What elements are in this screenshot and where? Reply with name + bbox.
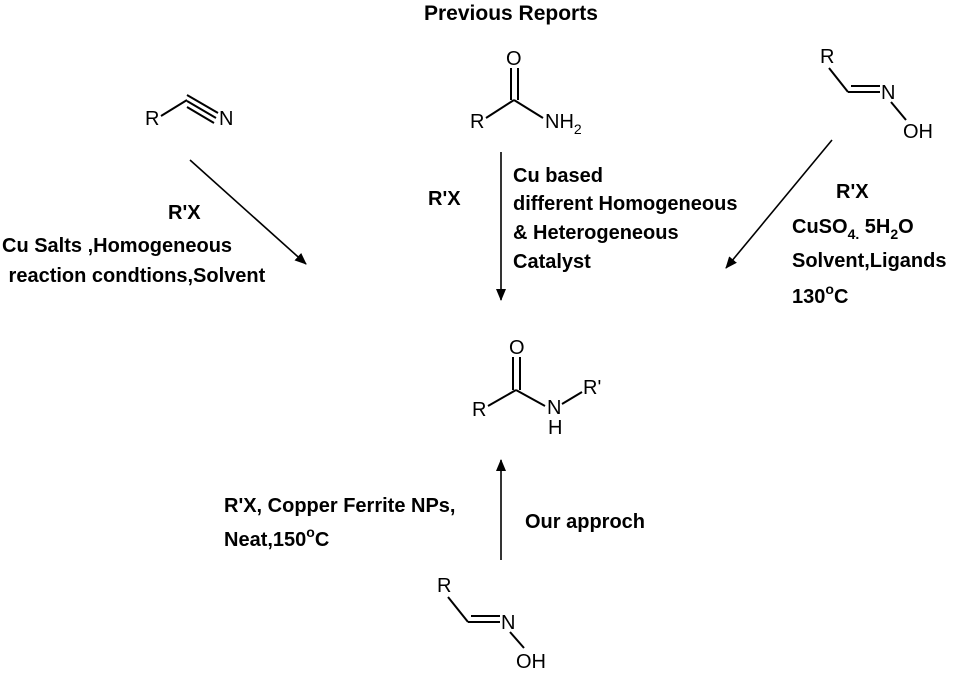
left-route-line1: Cu Salts ,Homogeneous [2, 235, 232, 257]
our-route-label: Our approch [525, 511, 645, 533]
right-route-arrow [725, 139, 833, 269]
product-n-label: N [547, 397, 561, 419]
oxime-top-n-label: N [881, 82, 895, 104]
product-r-c-bond [487, 389, 517, 407]
oxime-structure-bottom: R N OH [437, 575, 546, 673]
product-r-prime-label: R' [583, 377, 601, 399]
right-route-temperature: 130oC [792, 281, 848, 308]
center-route-line2: different Homogeneous [513, 193, 737, 215]
secondary-amide-product: O R N H R' [472, 337, 601, 439]
right-route-catalyst: CuSO4. 5H2O [792, 216, 914, 242]
product-h-label: H [548, 417, 562, 439]
amide-r-label: R [470, 111, 484, 133]
nitrile-triple-bond-3 [186, 106, 215, 124]
scheme-title: Previous Reports [424, 2, 598, 25]
center-route-line3: & Heterogeneous [513, 222, 679, 244]
nitrile-r-label: R [145, 108, 159, 130]
our-route-line2: Neat,150oC [224, 524, 329, 551]
amide-r-c-bond [485, 99, 515, 119]
amide-nh-label: NH2 [545, 111, 582, 137]
oxime-bottom-r-label: R [437, 575, 451, 597]
product-r-label: R [472, 399, 486, 421]
nitrile-r-c-bond [160, 99, 188, 117]
nitrile-triple-bond-2 [186, 100, 217, 119]
amide-o-label: O [506, 48, 522, 70]
our-route-line1: R'X, Copper Ferrite NPs, [224, 495, 455, 517]
left-route-line2: reaction condtions,Solvent [3, 265, 266, 287]
oxime-structure-top: R N OH [820, 46, 933, 143]
product-n-r-bond [561, 391, 583, 405]
oxime-top-r-c-bond [828, 67, 849, 93]
oxime-bottom-n-label: N [501, 612, 515, 634]
left-route-arrow [189, 159, 307, 265]
oxime-top-r-label: R [820, 46, 834, 68]
center-route-reagent: R'X [428, 188, 461, 210]
nitrile-n-label: N [219, 108, 233, 130]
product-c-n-bond [515, 389, 546, 407]
oxime-top-n-o-bond [890, 101, 907, 121]
primary-amide-structure: R O NH2 [470, 48, 582, 137]
oxime-top-oh-label: OH [903, 121, 933, 143]
product-o-label: O [509, 337, 525, 359]
right-route-line2: Solvent,Ligands [792, 250, 946, 272]
center-route-line4: Catalyst [513, 251, 591, 273]
nitrile-triple-bond-1 [186, 94, 219, 114]
amide-c-n-bond [513, 99, 544, 119]
oxime-bottom-r-c-bond [447, 596, 469, 623]
right-route-reagent: R'X [836, 181, 869, 203]
oxime-bottom-n-o-bond [509, 631, 525, 649]
nitrile-structure: R N [145, 94, 233, 130]
left-route-reagent: R'X [168, 202, 201, 224]
center-route-line1: Cu based [513, 165, 603, 187]
oxime-bottom-oh-label: OH [516, 651, 546, 673]
